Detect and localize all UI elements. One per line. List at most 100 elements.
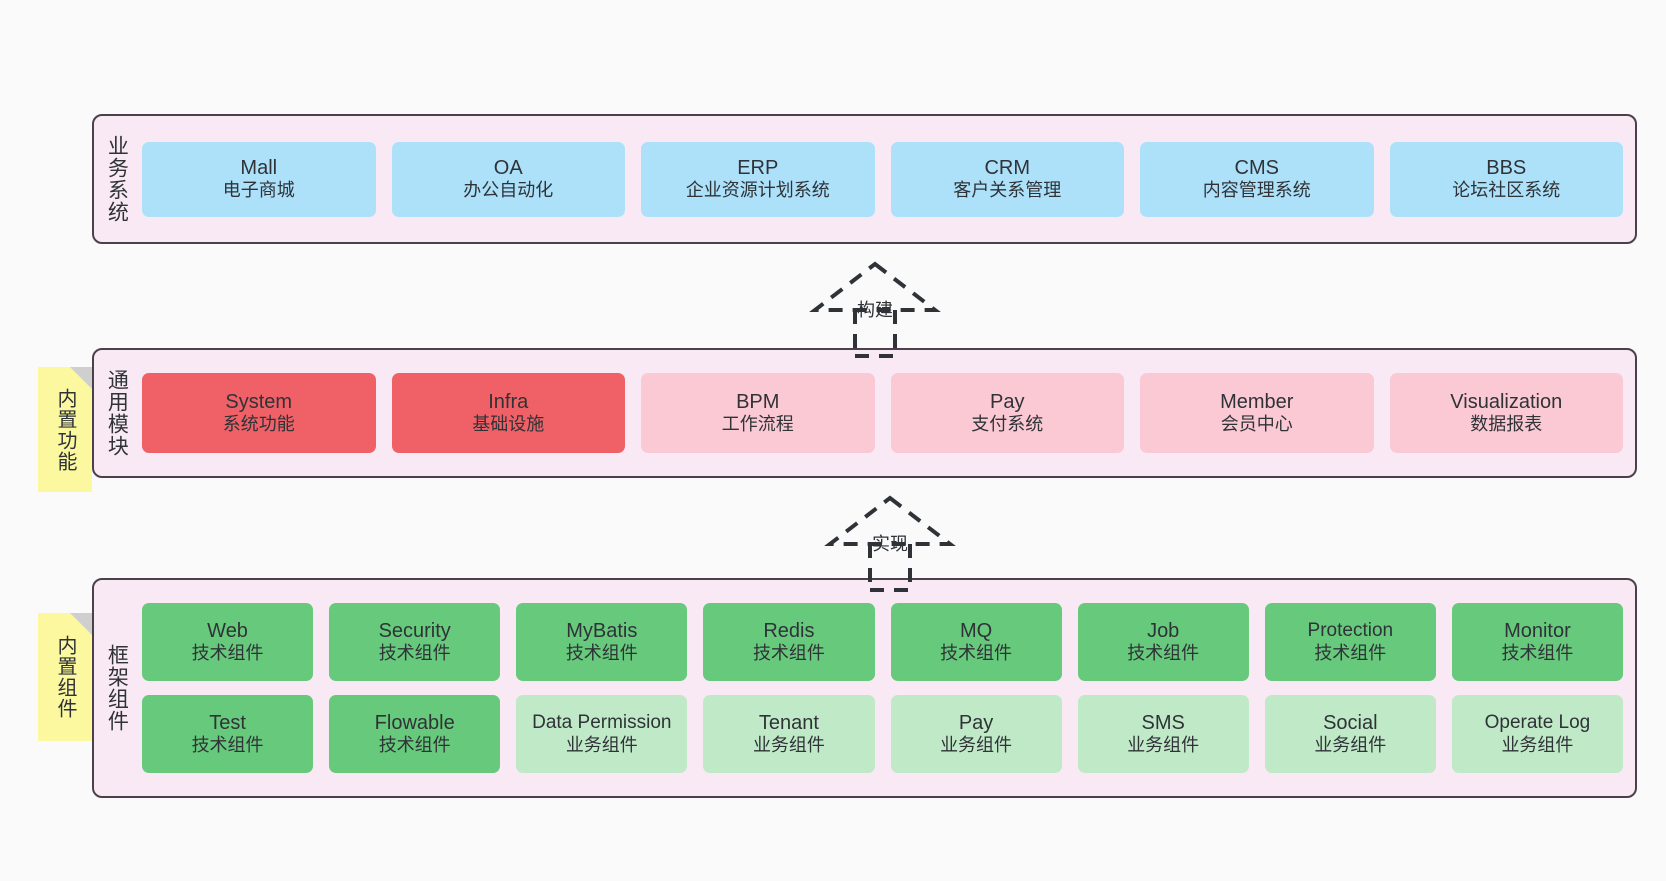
card-subtitle: 客户关系管理 (953, 180, 1062, 201)
card-subtitle: 技术组件 (565, 643, 638, 664)
general-module-card-row: System 系统功能 Infra 基础设施 BPM 工作流程 Pay 支付系统… (138, 350, 1635, 476)
card-subtitle: 工作流程 (721, 414, 794, 435)
card-subtitle: 基础设施 (472, 414, 545, 435)
card-title: Protection (1307, 620, 1394, 642)
card-subtitle: 业务组件 (752, 735, 825, 756)
card-title: Member (1220, 390, 1294, 413)
card-title: System (225, 390, 293, 413)
generalization-arrow-icon (809, 261, 941, 358)
framework-card-security[interactable]: Security 技术组件 (329, 603, 501, 681)
framework-card-protection[interactable]: Protection 技术组件 (1264, 603, 1436, 681)
card-title: Job (1147, 619, 1180, 642)
framework-card-mq[interactable]: MQ 技术组件 (890, 603, 1062, 681)
card-title: MQ (959, 619, 993, 642)
card-title: ERP (737, 156, 779, 179)
card-title: BPM (736, 390, 780, 413)
business-system-layer-title: 业务系统 (105, 135, 129, 223)
card-title: MyBatis (566, 619, 638, 642)
card-title: Security (378, 619, 451, 642)
card-subtitle: 数据报表 (1470, 414, 1543, 435)
business-card-erp[interactable]: ERP 企业资源计划系统 (641, 141, 875, 217)
card-title: Data Permission (532, 712, 672, 734)
connector-implement: 实现 (810, 492, 970, 592)
framework-card-redis[interactable]: Redis 技术组件 (703, 603, 875, 681)
card-subtitle: 业务组件 (940, 735, 1013, 756)
framework-card-web[interactable]: Web 技术组件 (142, 603, 314, 681)
business-card-crm[interactable]: CRM 客户关系管理 (890, 141, 1124, 217)
card-title: Operate Log (1484, 712, 1591, 734)
card-title: Tenant (758, 711, 819, 734)
framework-card-test[interactable]: Test 技术组件 (142, 695, 314, 773)
card-title: CMS (1234, 156, 1279, 179)
module-card-pay[interactable]: Pay 支付系统 (890, 373, 1124, 453)
card-subtitle: 会员中心 (1220, 414, 1293, 435)
card-title: Pay (990, 390, 1025, 413)
note-label: 内置功能 (54, 387, 76, 472)
module-card-member[interactable]: Member 会员中心 (1140, 373, 1374, 453)
business-card-mall[interactable]: Mall 电子商城 (142, 141, 376, 217)
framework-card-flowable[interactable]: Flowable 技术组件 (329, 695, 501, 773)
card-subtitle: 技术组件 (191, 735, 264, 756)
card-title: Visualization (1450, 390, 1563, 413)
framework-card-monitor[interactable]: Monitor 技术组件 (1451, 603, 1623, 681)
note-label: 内置组件 (54, 635, 76, 719)
framework-card-pay[interactable]: Pay 业务组件 (890, 695, 1062, 773)
card-subtitle: 技术组件 (378, 643, 451, 664)
card-title: Web (207, 619, 248, 642)
note-fold-corner-icon (70, 613, 92, 635)
general-module-layer-title: 通用模块 (105, 369, 129, 457)
card-title: CRM (984, 156, 1031, 179)
module-card-infra[interactable]: Infra 基础设施 (391, 373, 625, 453)
module-card-visualization[interactable]: Visualization 数据报表 (1389, 373, 1623, 453)
framework-card-job[interactable]: Job 技术组件 (1077, 603, 1249, 681)
card-title: OA (493, 156, 523, 179)
business-card-oa[interactable]: OA 办公自动化 (391, 141, 625, 217)
framework-component-layer: 框架组件 Web 技术组件 Security 技术组件 MyBatis 技术组件… (92, 578, 1637, 798)
card-subtitle: 技术组件 (378, 735, 451, 756)
framework-card-tenant[interactable]: Tenant 业务组件 (703, 695, 875, 773)
card-subtitle: 办公自动化 (463, 180, 554, 201)
card-subtitle: 业务组件 (1127, 735, 1200, 756)
framework-card-mybatis[interactable]: MyBatis 技术组件 (516, 603, 688, 681)
card-subtitle: 技术组件 (1127, 643, 1200, 664)
card-title: Mall (240, 156, 278, 179)
framework-card-data-permission[interactable]: Data Permission 业务组件 (516, 695, 688, 773)
card-title: Infra (488, 390, 529, 413)
framework-card-social[interactable]: Social 业务组件 (1264, 695, 1436, 773)
card-subtitle: 业务组件 (565, 734, 638, 755)
business-system-card-row: Mall 电子商城 OA 办公自动化 ERP 企业资源计划系统 CRM 客户关系… (138, 116, 1635, 242)
card-subtitle: 支付系统 (971, 414, 1044, 435)
framework-component-grid: Web 技术组件 Security 技术组件 MyBatis 技术组件 Redi… (138, 580, 1635, 796)
card-title: Monitor (1504, 619, 1571, 642)
card-subtitle: 技术组件 (752, 643, 825, 664)
card-subtitle: 技术组件 (940, 643, 1013, 664)
framework-row-technical: Web 技术组件 Security 技术组件 MyBatis 技术组件 Redi… (142, 603, 1623, 681)
card-subtitle: 技术组件 (1314, 642, 1387, 663)
business-card-bbs[interactable]: BBS 论坛社区系统 (1389, 141, 1623, 217)
module-card-system[interactable]: System 系统功能 (142, 373, 376, 453)
framework-card-sms[interactable]: SMS 业务组件 (1077, 695, 1249, 773)
note-builtin-features: 内置功能 (38, 367, 92, 492)
connector-build-label: 构建 (857, 300, 893, 320)
card-title: Test (209, 711, 246, 734)
business-card-cms[interactable]: CMS 内容管理系统 (1140, 141, 1374, 217)
card-subtitle: 电子商城 (222, 180, 295, 201)
note-fold-corner-icon (70, 367, 92, 389)
card-title: Pay (958, 711, 994, 734)
card-title: SMS (1141, 711, 1185, 734)
framework-row-business: Test 技术组件 Flowable 技术组件 Data Permission … (142, 695, 1623, 773)
module-card-bpm[interactable]: BPM 工作流程 (641, 373, 875, 453)
note-builtin-components: 内置组件 (38, 613, 92, 741)
card-subtitle: 技术组件 (191, 643, 264, 664)
framework-card-operate-log[interactable]: Operate Log 业务组件 (1451, 695, 1623, 773)
connector-implement-label: 实现 (872, 534, 908, 554)
generalization-arrow-icon (824, 495, 956, 592)
card-title: Flowable (374, 711, 455, 734)
card-subtitle: 业务组件 (1314, 735, 1387, 756)
card-subtitle: 系统功能 (222, 414, 295, 435)
framework-component-layer-title: 框架组件 (105, 644, 129, 732)
general-module-layer: 通用模块 System 系统功能 Infra 基础设施 BPM 工作流程 Pay… (92, 348, 1637, 478)
card-subtitle: 内容管理系统 (1202, 180, 1311, 201)
card-title: Redis (763, 619, 815, 642)
